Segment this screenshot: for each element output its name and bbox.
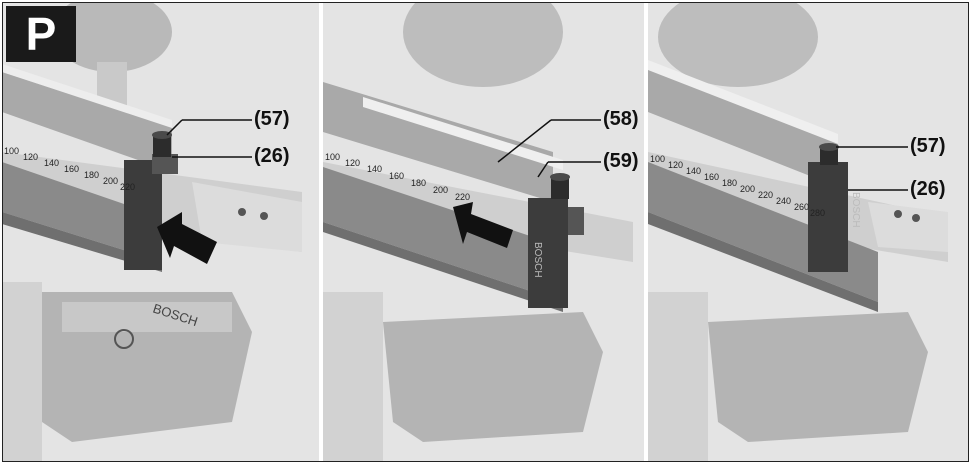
bosch-logo-circle (114, 329, 134, 349)
workpiece-edge (323, 222, 563, 312)
scale-tick: 220 (455, 192, 470, 202)
scale-tick: 200 (103, 176, 118, 186)
locking-knob-top (152, 131, 172, 139)
fence-scale-strip (363, 97, 563, 170)
stop-block (808, 162, 848, 272)
scale-labels: 100 120 140 160 180 200 220 240 260 280 (650, 154, 825, 218)
panel-3-illustration: 100 120 140 160 180 200 220 240 260 280 … (648, 2, 948, 462)
scale-tick: 160 (64, 164, 79, 174)
scale-tick: 140 (686, 166, 701, 176)
saw-motor-housing (658, 2, 818, 87)
workpiece (2, 162, 162, 262)
base-left-edge (648, 292, 708, 462)
callout-label: (57) (254, 108, 290, 130)
callout-label: (58) (603, 108, 639, 130)
callout-label: (57) (910, 135, 946, 157)
saw-table (648, 152, 948, 262)
figure-badge: P (6, 6, 76, 62)
stop-clamp (568, 207, 584, 235)
saw-base (708, 312, 928, 442)
scale-tick: 120 (23, 152, 38, 162)
scale-tick: 240 (776, 196, 791, 206)
scale-tick: 120 (668, 160, 683, 170)
scale-tick: 200 (740, 184, 755, 194)
leader-line-57 (166, 119, 183, 136)
scale-tick: 280 (810, 208, 825, 218)
scale-labels: 100 120 140 160 180 200 220 (4, 146, 135, 192)
saw-base (383, 312, 603, 442)
base-left-edge (323, 292, 383, 462)
fence-scale-strip (2, 64, 172, 128)
table-extension (192, 182, 302, 252)
panel-3: 100 120 140 160 180 200 220 240 260 280 … (648, 2, 969, 462)
base-left-edge (2, 282, 42, 462)
scale-tick: 160 (704, 172, 719, 182)
stop-clamp (152, 154, 178, 174)
saw-motor-housing (52, 2, 172, 72)
locking-knob-top (550, 173, 570, 181)
callout-label: (59) (603, 150, 639, 172)
locking-knob-top (819, 143, 839, 151)
slide-arrow (453, 202, 513, 248)
scale-tick: 100 (4, 146, 19, 156)
scale-tick: 160 (389, 171, 404, 181)
extension-hole (238, 208, 246, 216)
leader-line-58 (497, 119, 552, 163)
scale-tick: 220 (120, 182, 135, 192)
scale-tick: 100 (325, 152, 340, 162)
table-extension (868, 202, 948, 252)
scale-tick: 120 (345, 158, 360, 168)
scale-tick: 180 (411, 178, 426, 188)
fence-face (2, 72, 172, 172)
scale-tick: 180 (84, 170, 99, 180)
stop-block (124, 160, 162, 270)
workpiece-edge (2, 212, 162, 272)
scale-tick: 220 (758, 190, 773, 200)
scale-tick: 140 (44, 158, 59, 168)
panel-2: 100 120 140 160 180 200 220 BOSCH (58) (… (323, 2, 644, 462)
stop-block (528, 198, 568, 308)
scale-labels: 100 120 140 160 180 200 220 (325, 152, 470, 202)
panel-separator (319, 2, 323, 462)
workpiece-edge (648, 212, 878, 312)
bosch-brand-mark: BOSCH (850, 192, 861, 228)
callout-label: (26) (910, 178, 946, 200)
locking-knob (820, 147, 838, 165)
scale-tick: 100 (650, 154, 665, 164)
panel-1-illustration: 100 120 140 160 180 200 220 BOSCH (2, 2, 302, 462)
fence-scale-strip (648, 60, 838, 144)
extension-hole (912, 214, 920, 222)
callout-label: (26) (254, 145, 290, 167)
scale-tick: 140 (367, 164, 382, 174)
scale-tick: 260 (794, 202, 809, 212)
saw-motor-housing (403, 2, 563, 87)
bosch-brand-mark: BOSCH (532, 242, 543, 278)
panel-separator (644, 2, 648, 462)
workpiece (323, 167, 563, 302)
scale-tick: 200 (433, 185, 448, 195)
locking-knob (153, 135, 171, 157)
leader-line-59 (537, 161, 549, 178)
panel-2-illustration: 100 120 140 160 180 200 220 BOSCH (323, 2, 633, 462)
base-top (62, 302, 232, 332)
extension-hole (260, 212, 268, 220)
scale-tick: 180 (722, 178, 737, 188)
locking-knob (551, 177, 569, 199)
insert-arrow (157, 212, 217, 264)
fence-face (648, 67, 838, 187)
panel-1: 100 120 140 160 180 200 220 BOSCH P (57)… (2, 2, 319, 462)
extension-hole (894, 210, 902, 218)
